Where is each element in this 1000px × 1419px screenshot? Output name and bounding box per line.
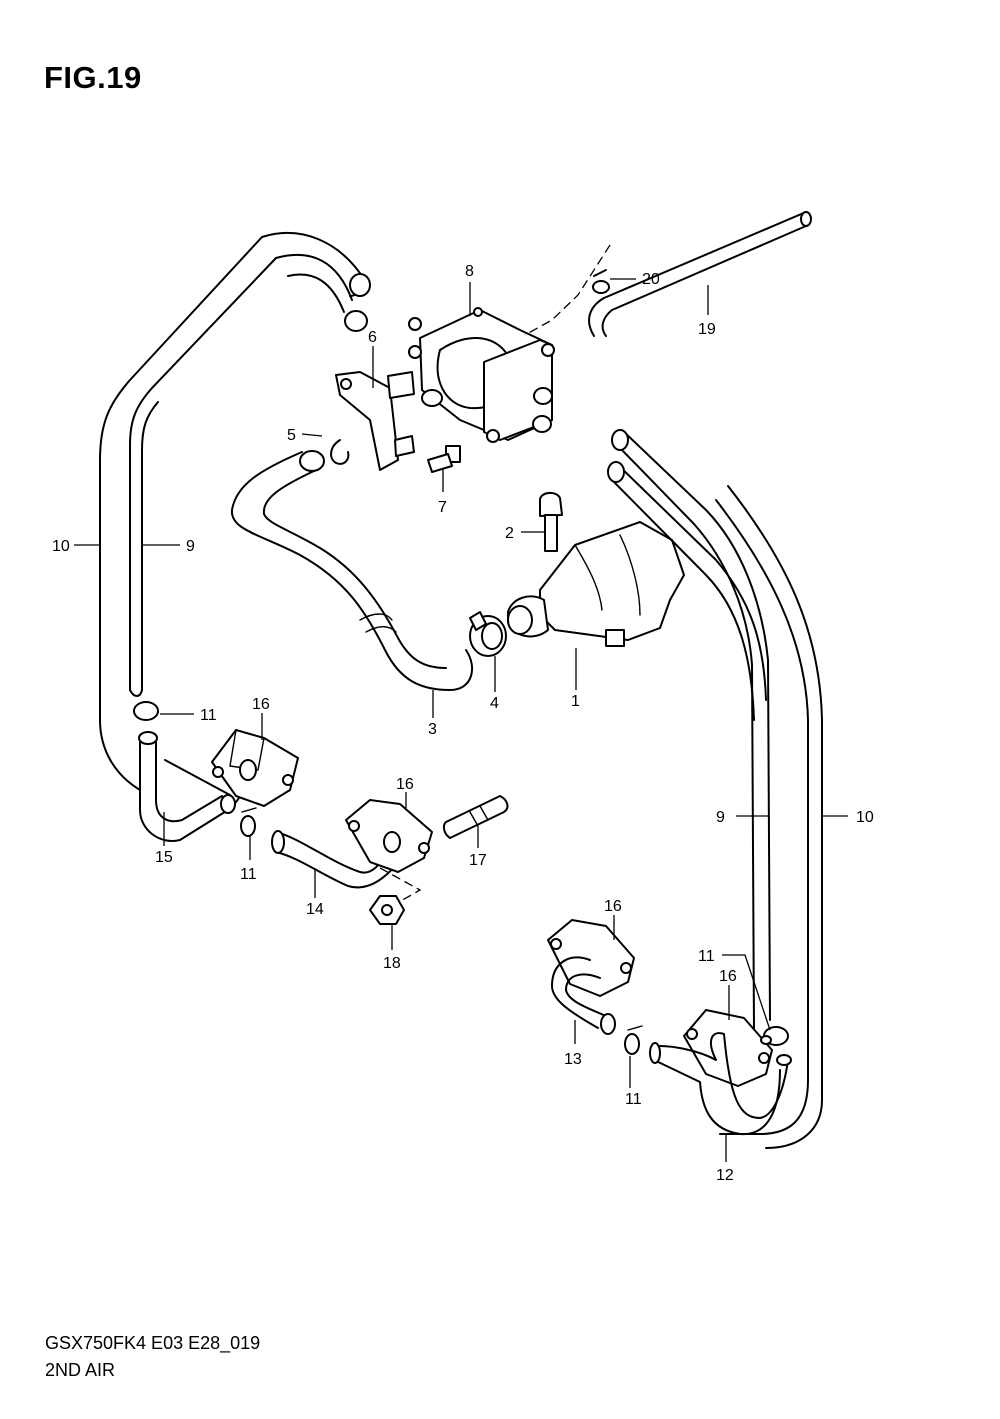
callout-2: 2 — [505, 525, 514, 542]
flange-16-b — [345, 799, 433, 873]
callout-3: 3 — [428, 721, 437, 738]
flange-16-a — [211, 729, 299, 807]
bolt-7 — [427, 445, 461, 473]
callout-16-b: 16 — [396, 776, 414, 793]
callout-18: 18 — [383, 955, 401, 972]
callout-9-left: 9 — [186, 538, 195, 555]
callout-8: 8 — [465, 263, 474, 280]
leader-lines — [74, 278, 848, 1162]
callout-17: 17 — [469, 852, 487, 869]
pipe-13 — [551, 956, 616, 1035]
clamp-11-d — [760, 1026, 789, 1046]
callout-14: 14 — [306, 901, 324, 918]
pipe-19 — [588, 211, 812, 337]
clamp-4 — [469, 611, 507, 657]
flange-16-c — [547, 919, 635, 997]
clamp-11-a — [133, 701, 159, 721]
box-1 — [507, 521, 685, 647]
callout-11-c: 11 — [625, 1091, 642, 1108]
callout-11-d: 11 — [698, 948, 715, 965]
callout-19: 19 — [698, 321, 716, 338]
flange-16-d — [683, 1009, 773, 1087]
callout-5: 5 — [287, 427, 296, 444]
clamp-11-b — [240, 807, 257, 837]
callout-1: 1 — [571, 693, 580, 710]
section-name: 2ND AIR — [45, 1360, 116, 1380]
model-code: GSX750FK4 E03 E28_019 — [45, 1333, 261, 1353]
dashed-link-18 — [379, 867, 422, 907]
callout-20: 20 — [642, 271, 660, 288]
hose-10-right — [607, 461, 823, 1149]
callout-11-b: 11 — [240, 866, 257, 883]
pipe-12 — [649, 1032, 792, 1136]
hose-9-left — [129, 253, 371, 697]
figure-title: FIG.19 — [44, 60, 142, 95]
callout-15: 15 — [155, 849, 173, 866]
bolt-2 — [539, 492, 563, 552]
callout-10-right: 10 — [856, 809, 874, 826]
clip-5 — [330, 439, 350, 465]
callout-7: 7 — [438, 499, 447, 516]
hose-9-right — [611, 429, 771, 1031]
nut-18 — [369, 895, 405, 925]
callout-10-left: 10 — [52, 538, 70, 555]
hose-3 — [230, 450, 474, 691]
bracket-6 — [335, 371, 415, 471]
clamp-11-c — [624, 1025, 643, 1055]
stud-17 — [442, 795, 509, 839]
dashed-link-19 — [524, 244, 611, 336]
callout-12: 12 — [716, 1167, 734, 1184]
callout-16-d: 16 — [719, 968, 737, 985]
callout-16-a: 16 — [252, 696, 270, 713]
callout-13: 13 — [564, 1051, 582, 1068]
callout-6: 6 — [368, 329, 377, 346]
callout-16-c: 16 — [604, 898, 622, 915]
callout-11-a: 11 — [200, 707, 217, 724]
reed-valve-8 — [408, 307, 555, 443]
callout-4: 4 — [490, 695, 499, 712]
callout-9-right: 9 — [716, 809, 725, 826]
